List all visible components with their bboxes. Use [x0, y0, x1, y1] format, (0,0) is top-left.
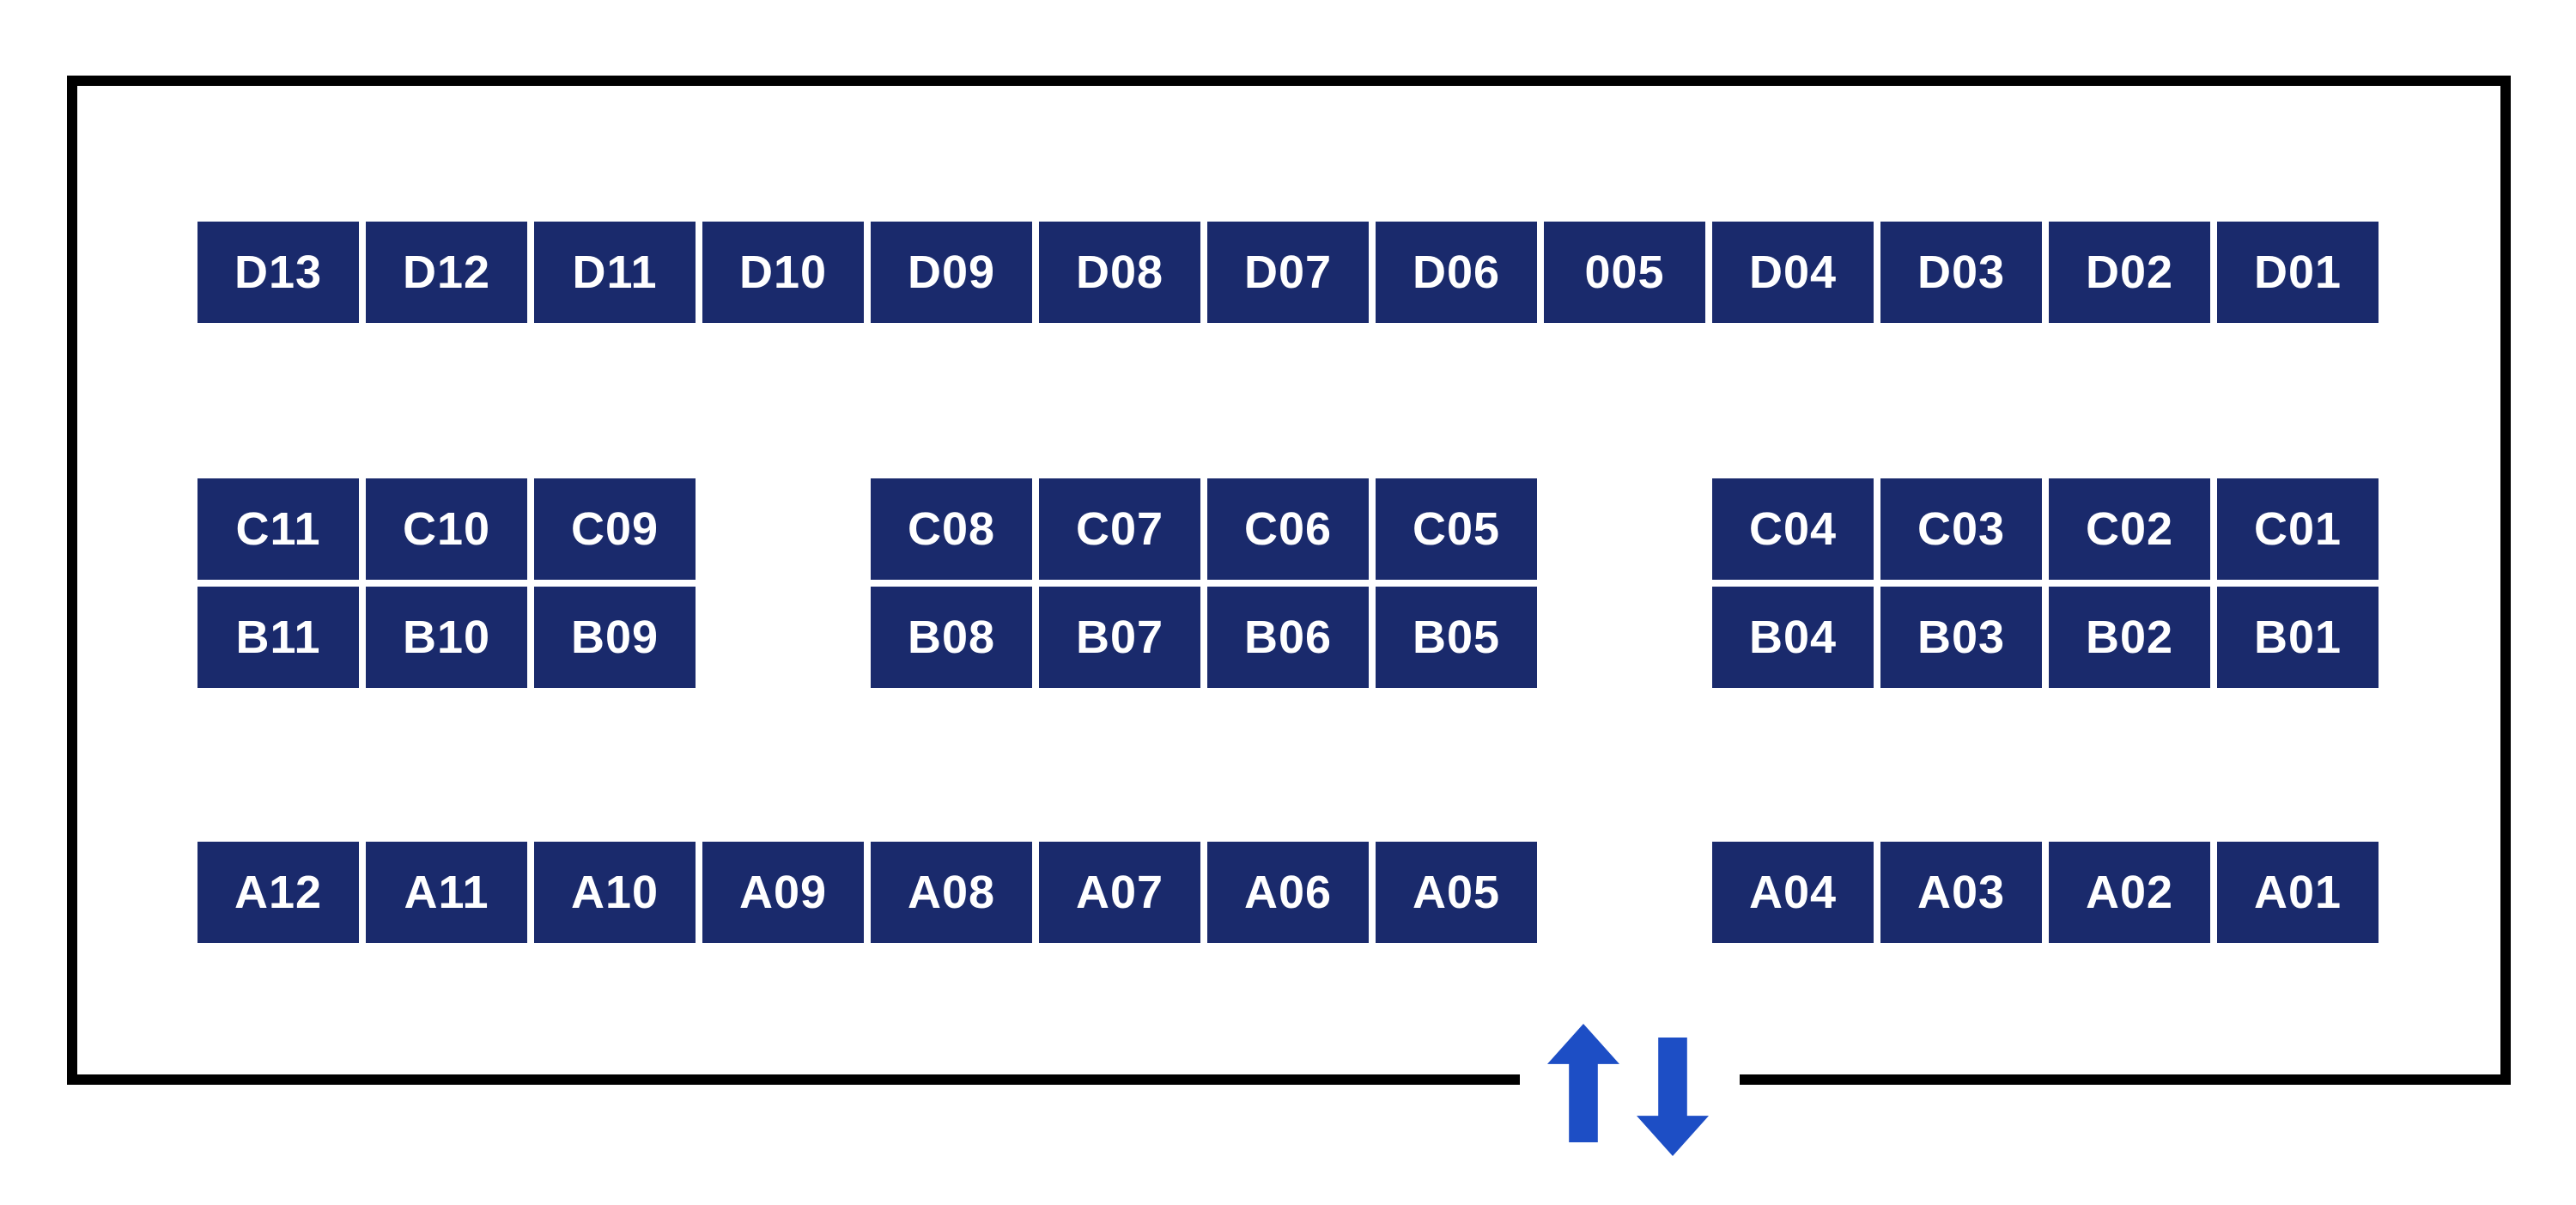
booth-b07: B07: [1039, 587, 1200, 688]
booth-d12: D12: [366, 222, 527, 323]
booth-b09: B09: [534, 587, 696, 688]
booth-c07: C07: [1039, 478, 1200, 580]
booth-a04: A04: [1712, 842, 1874, 943]
booth-a11: A11: [366, 842, 527, 943]
booth-b08: B08: [871, 587, 1032, 688]
booth-c10: C10: [366, 478, 527, 580]
booth-c02: C02: [2049, 478, 2210, 580]
booth-a03: A03: [1880, 842, 2042, 943]
booth-d11: D11: [534, 222, 696, 323]
booth-d08: D08: [1039, 222, 1200, 323]
booth-d04: D04: [1712, 222, 1874, 323]
booth-a08: A08: [871, 842, 1032, 943]
booth-a12: A12: [197, 842, 359, 943]
booth-c05: C05: [1376, 478, 1537, 580]
booth-b06: B06: [1207, 587, 1369, 688]
booth-a05: A05: [1376, 842, 1537, 943]
booth-a01: A01: [2217, 842, 2379, 943]
booth-b10: B10: [366, 587, 527, 688]
booth-d03: D03: [1880, 222, 2042, 323]
up-arrow-icon: [1547, 1024, 1619, 1142]
booth-a07: A07: [1039, 842, 1200, 943]
booth-c09: C09: [534, 478, 696, 580]
booth-b03: B03: [1880, 587, 2042, 688]
down-arrow-icon: [1637, 1038, 1709, 1156]
booth-c11: C11: [197, 478, 359, 580]
booth-c04: C04: [1712, 478, 1874, 580]
booth-d07: D07: [1207, 222, 1369, 323]
booth-d10: D10: [702, 222, 864, 323]
booth-d06: D06: [1376, 222, 1537, 323]
booth-005: 005: [1544, 222, 1705, 323]
booth-b04: B04: [1712, 587, 1874, 688]
booth-d13: D13: [197, 222, 359, 323]
booth-c06: C06: [1207, 478, 1369, 580]
booth-d02: D02: [2049, 222, 2210, 323]
hall-outline: [67, 76, 2511, 1085]
booth-b11: B11: [197, 587, 359, 688]
booth-d09: D09: [871, 222, 1032, 323]
booth-a06: A06: [1207, 842, 1369, 943]
booth-b05: B05: [1376, 587, 1537, 688]
booth-a09: A09: [702, 842, 864, 943]
booth-c08: C08: [871, 478, 1032, 580]
booth-d01: D01: [2217, 222, 2379, 323]
booth-b01: B01: [2217, 587, 2379, 688]
booth-a10: A10: [534, 842, 696, 943]
booth-c03: C03: [1880, 478, 2042, 580]
booth-c01: C01: [2217, 478, 2379, 580]
booth-a02: A02: [2049, 842, 2210, 943]
booth-b02: B02: [2049, 587, 2210, 688]
entrance-gap: [1520, 1063, 1740, 1101]
